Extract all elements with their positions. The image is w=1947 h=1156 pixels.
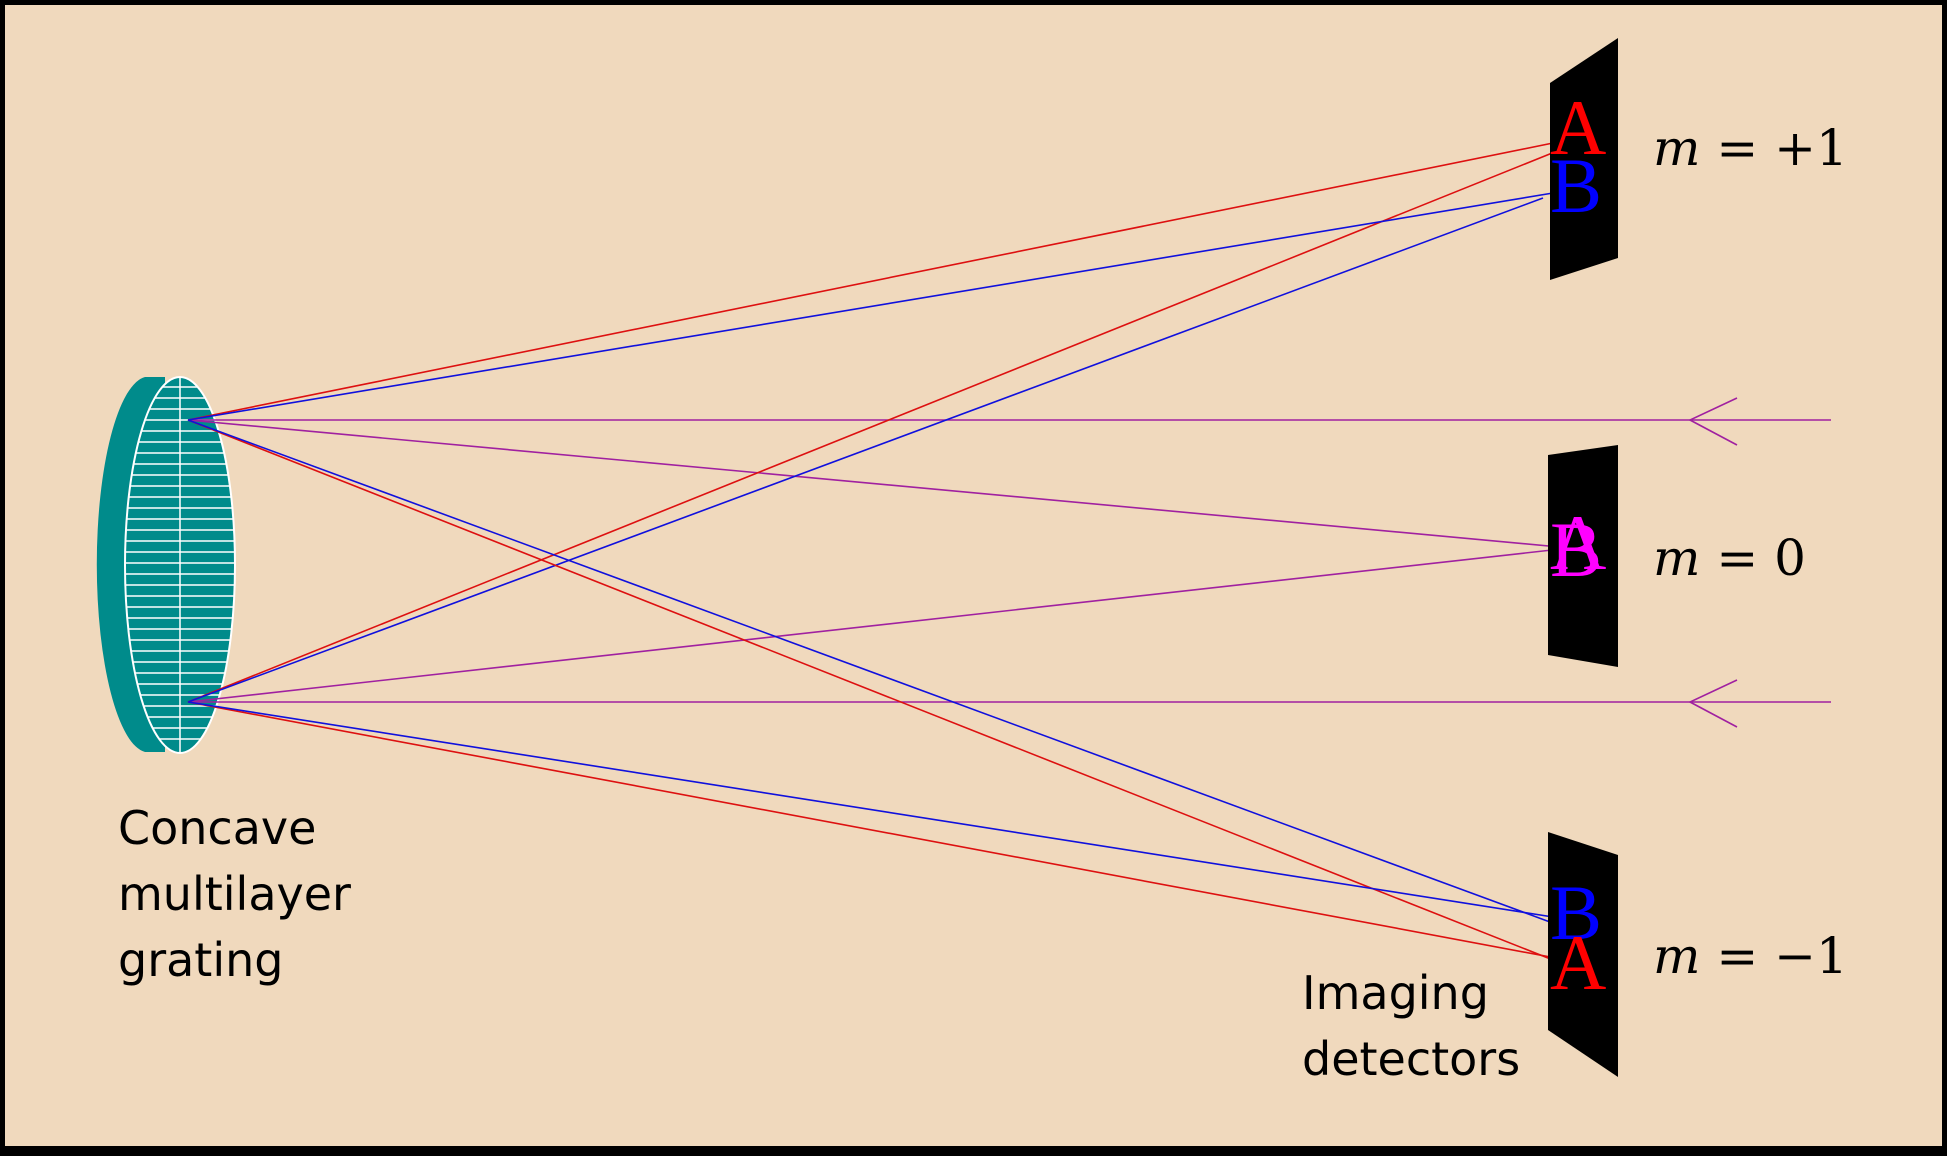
spot-A-minus1: A xyxy=(1550,919,1607,1006)
plus1-ray-B-bottom xyxy=(187,197,1544,703)
minus1-ray-B-top xyxy=(187,419,1551,923)
order-label-minus1: m = −1 xyxy=(1653,927,1848,985)
plus1-ray-B-top xyxy=(187,192,1554,421)
detectors xyxy=(1548,38,1618,1077)
minus1-ray-A-top xyxy=(187,419,1554,961)
order-label-zero: m = 0 xyxy=(1653,529,1806,587)
arrowhead-top xyxy=(1688,397,1738,446)
spot-B-plus1: B xyxy=(1550,142,1603,229)
minus1-ray-A-bottom xyxy=(187,701,1578,963)
plus1-ray-A-bottom xyxy=(187,142,1578,703)
detector-zero xyxy=(1548,445,1618,667)
plus1-ray-A-top xyxy=(187,142,1554,421)
detectors-caption: Imaging detectors xyxy=(1302,966,1521,1086)
spot-A-zero: A xyxy=(1550,499,1607,586)
spot-A-plus1: A xyxy=(1550,84,1607,171)
order-label-plus1: m = +1 xyxy=(1653,119,1848,177)
grating-caption: Concave multilayer grating xyxy=(118,801,351,987)
detector-minus1 xyxy=(1548,832,1618,1077)
grating xyxy=(96,376,236,754)
rays xyxy=(187,142,1831,963)
zero-order-ray-top xyxy=(187,419,1571,549)
spot-B-zero: B xyxy=(1550,506,1603,593)
arrowhead-bottom xyxy=(1688,679,1738,728)
spot-B-minus1: B xyxy=(1550,869,1603,956)
zero-order-ray-bottom xyxy=(187,547,1571,703)
detector-plus1 xyxy=(1550,38,1618,280)
optical-layout xyxy=(96,38,1831,1077)
minus1-ray-B-bottom xyxy=(187,701,1554,918)
